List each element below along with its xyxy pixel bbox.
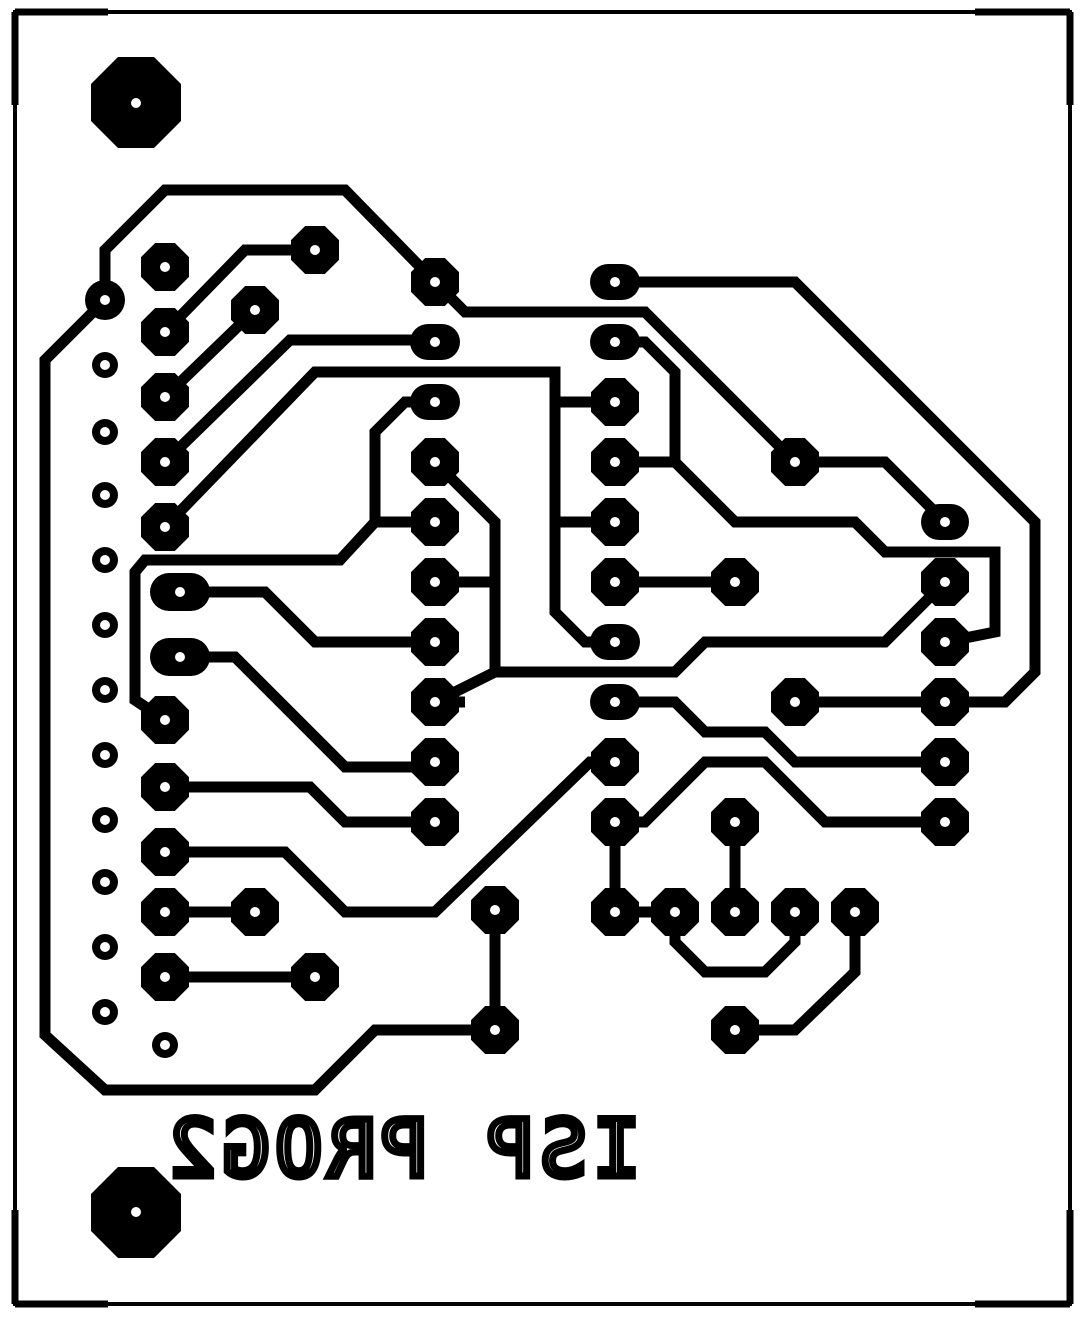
- connector-pad: [141, 696, 189, 744]
- ic-left-pad: [411, 438, 459, 486]
- board-label: ISP PROG2: [163, 1105, 640, 1195]
- jumper-pad: [471, 1006, 519, 1054]
- capacitor-pad: [771, 888, 819, 936]
- ic-right-pad: [591, 438, 639, 486]
- ic-left-pad: [411, 678, 459, 726]
- ic-left-pad: [410, 324, 460, 360]
- jumper-pad: [471, 886, 519, 934]
- header-pad: [921, 738, 969, 786]
- header-pad: [921, 798, 969, 846]
- connector-pin-pad: [92, 419, 118, 445]
- crystal-pad: [711, 888, 759, 936]
- ic-right-pad: [591, 798, 639, 846]
- ic-left-pad: [411, 738, 459, 786]
- ic-left-pad: [411, 498, 459, 546]
- connector-pin-pad: [92, 352, 118, 378]
- ic-left-pad: [411, 798, 459, 846]
- ic-left-pad: [411, 618, 459, 666]
- ic-right-pad: [590, 324, 640, 360]
- ic-right-pad: [591, 558, 639, 606]
- copper-traces: [39, 184, 1041, 1096]
- crystal-pad: [711, 798, 759, 846]
- connector-pad: [141, 438, 189, 486]
- ic-right-pad: [590, 624, 640, 660]
- capacitor-pad: [831, 888, 879, 936]
- ic-right-pad: [591, 498, 639, 546]
- ic-left-pad: [411, 258, 459, 306]
- connector-oval-pad: [150, 573, 210, 611]
- connector-pad: [141, 828, 189, 876]
- connector-pad: [141, 308, 189, 356]
- connector-oval-pad: [150, 638, 210, 676]
- component-pads: [85, 226, 969, 1058]
- ic-left-pad: [411, 558, 459, 606]
- connector-pad: [141, 373, 189, 421]
- mounting-hole-top: [91, 57, 181, 148]
- resistor-pad: [291, 226, 339, 274]
- connector-pin-pad: [92, 547, 118, 573]
- connector-pin-pad: [152, 1032, 178, 1058]
- resistor-pad: [231, 888, 279, 936]
- ic-right-pad: [590, 684, 640, 720]
- connector-pin-pad: [92, 869, 118, 895]
- connector-pad: [141, 243, 189, 291]
- ic-left-pad: [410, 384, 460, 420]
- component-pad: [771, 438, 819, 486]
- connector-pin-pad: [92, 677, 118, 703]
- capacitor-pad: [591, 888, 639, 936]
- corner-marks: [11, 8, 1074, 1308]
- capacitor-pad: [711, 1006, 759, 1054]
- ic-right-pad: [591, 378, 639, 426]
- connector-pin-pad: [92, 612, 118, 638]
- board-outline: [13, 10, 1072, 1306]
- mounting-hole-bottom: [91, 1167, 181, 1258]
- capacitor-pad: [651, 888, 699, 936]
- connector-pin-pad: [92, 934, 118, 960]
- connector-pad: [141, 888, 189, 936]
- resistor-pad: [291, 953, 339, 1001]
- component-pad: [711, 558, 759, 606]
- connector-pin-pad: [92, 807, 118, 833]
- connector-pin-pad: [92, 999, 118, 1025]
- component-pad: [771, 678, 819, 726]
- header-pad: [921, 558, 969, 606]
- ic-right-pad: [591, 738, 639, 786]
- connector-pad: [141, 503, 189, 551]
- connector-pin-pad: [92, 482, 118, 508]
- component-pad: [921, 504, 969, 540]
- connector-pin-pad: [85, 280, 125, 320]
- resistor-pad: [231, 286, 279, 334]
- connector-pin-pad: [92, 742, 118, 768]
- ic-right-pad: [590, 264, 640, 300]
- connector-pad: [141, 763, 189, 811]
- header-pad: [921, 678, 969, 726]
- connector-pad: [141, 953, 189, 1001]
- header-pad: [921, 618, 969, 666]
